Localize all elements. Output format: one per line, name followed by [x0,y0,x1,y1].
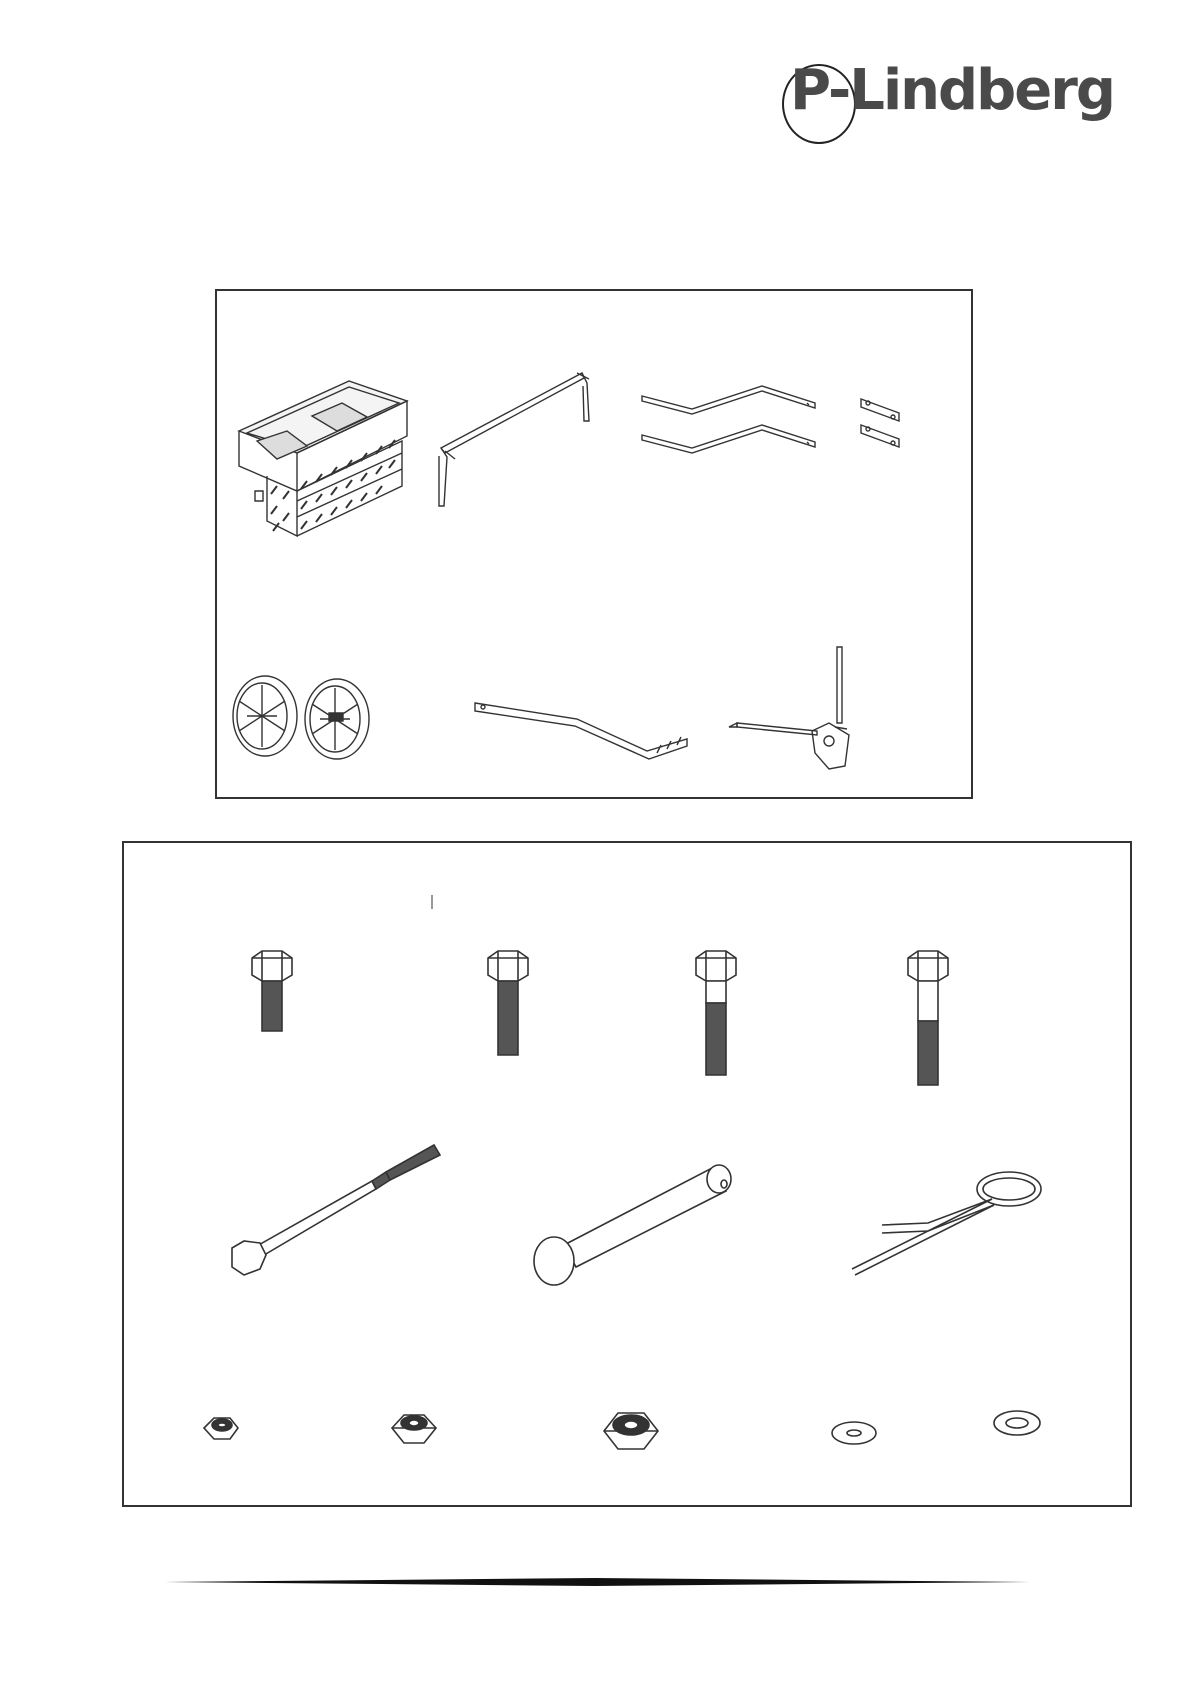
clevis-pin [534,1165,731,1285]
footer-rule [165,1575,1030,1589]
parts-panel [215,289,973,799]
handle-bars-pair [642,386,815,453]
hardware-panel [122,841,1132,1507]
depth-adjust-lever [729,647,849,769]
hex-bolt-extra-long [908,951,948,1085]
u-handle [439,373,589,506]
hair-pin-clip [852,1172,1041,1275]
lock-nut-large [604,1413,658,1449]
lock-nut-medium [392,1415,436,1443]
wheels-pair [233,676,369,759]
flat-washer-small [832,1422,876,1444]
hitch-bar [475,703,687,759]
hex-bolt-long [696,951,736,1075]
aerator-drum-housing [239,381,407,536]
lock-nut-small [204,1418,238,1439]
flat-washer-large [994,1411,1040,1435]
link-plates-pair [861,399,899,447]
hex-bolt-medium [488,951,528,1055]
long-hex-bolt [232,1145,440,1275]
brand-logo: P-Lindberg [778,62,1078,146]
hex-bolt-short [252,951,292,1031]
logo-text: P-Lindberg [790,58,1114,123]
